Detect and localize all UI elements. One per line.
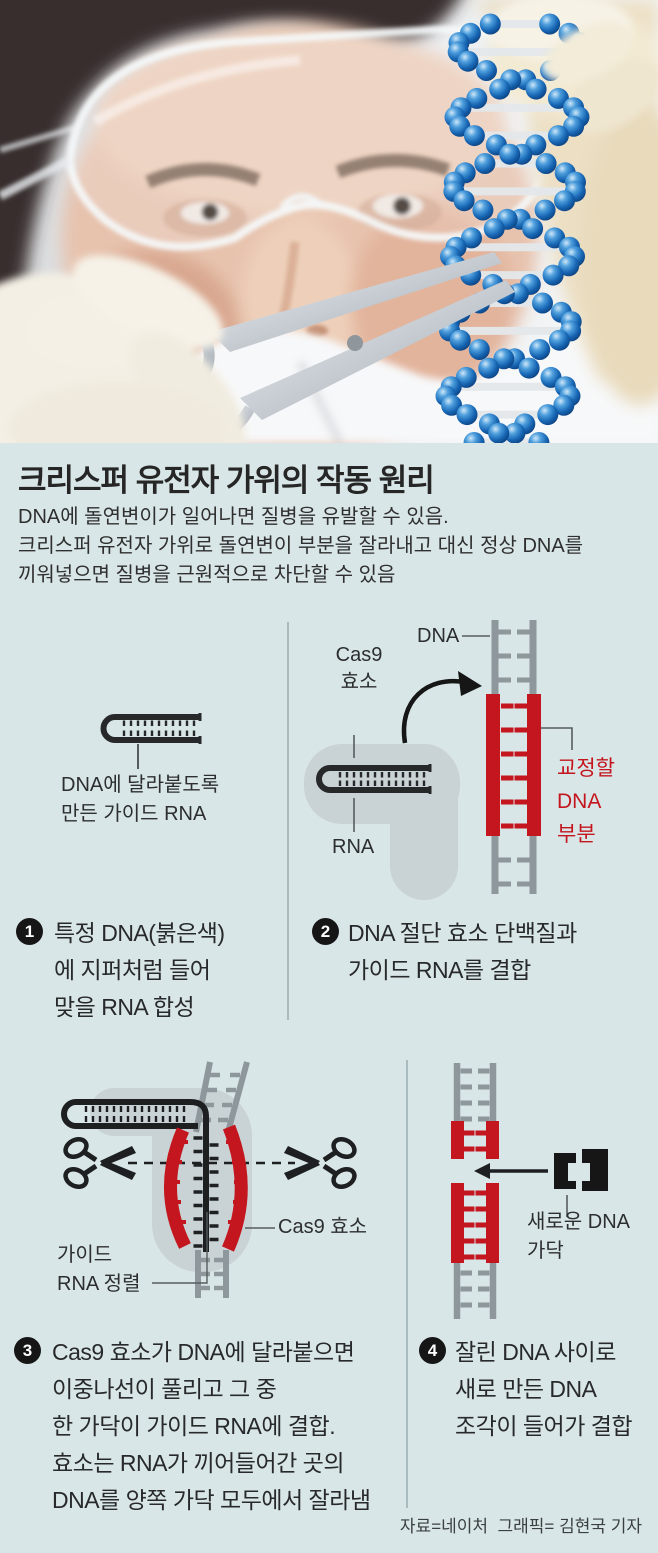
dna-cutting-diagram [61,1061,357,1298]
intro-line: 크리스퍼 유전자 가위로 돌연변이 부분을 잘라내고 대신 정상 DNA를 [18,535,584,557]
intro-text: DNA에 돌연변이가 일어나면 질병을 유발할 수 있음. 크리스퍼 유전자 가… [18,503,583,590]
guide-rna-caption: DNA에 달라붙도록 만든 가이드 RNA [61,774,220,825]
intro-line: DNA에 돌연변이가 일어나면 질병을 유발할 수 있음. [18,506,449,528]
scissors-icon [63,1136,136,1190]
front-fingertip [543,21,633,83]
step-badge: 1 [16,918,43,945]
dna-fragment-icon [554,1149,608,1191]
binding-arrow-icon [401,671,482,744]
cas9-red-bands [164,1124,248,1252]
guide-rna-align-label: 가이드 RNA 정렬 [57,1244,141,1295]
dna-ladder-icon [498,629,530,887]
gloved-hand [0,254,246,443]
dna-label: DNA [417,625,460,647]
photo-scientist-cutting-dna [0,0,658,443]
column-divider [406,1060,408,1508]
column-divider [287,622,289,1020]
step-badge: 2 [312,918,339,945]
target-dna-label: 교정할 DNA 부분 [557,757,615,846]
step2-text: DNA 절단 효소 단백질과 가이드 RNA를 결합 [348,920,577,983]
infographic-panel [0,443,658,1553]
new-dna-red-segments [451,1121,499,1263]
cas9-binding-diagram [304,620,573,900]
rna-label: RNA [332,836,375,858]
cas9-label: Cas9 효소 [278,1216,368,1238]
credit-line: 자료=네이처 그래픽= 김현국 기자 [399,1517,642,1536]
page-title: 크리스퍼 유전자 가위의 작동 원리 [18,463,435,498]
guide-rna-hairpin-icon [100,713,202,744]
guide-rna-strand [61,1099,219,1252]
target-dna-red-rungs [501,703,527,829]
guide-rna-hairpin-icon [316,764,432,794]
leader-line [137,744,139,769]
dna-repair-diagram [451,1063,608,1319]
dna-ladder-icon [195,1250,229,1298]
insert-arrow-icon [474,1163,548,1179]
step-badge: 4 [419,1337,446,1364]
step-badge: 3 [14,1337,41,1364]
step1-text: 특정 DNA(붉은색) 에 지퍼처럼 들어 맞을 RNA 합성 [54,920,225,1020]
step4-text: 잘린 DNA 사이로 새로 만든 DNA 조각이 들어가 결합 [455,1339,633,1439]
dna-ladder-icon [453,1063,497,1319]
step3-text: Cas9 효소가 DNA에 달라붙으면 이중나선이 풀리고 그 중 한 가닥이 … [52,1339,371,1513]
cas9-label: Cas9 효소 [335,644,383,693]
new-dna-label: 새로운 DNA 가닥 [527,1211,630,1262]
dna-ladder-icon [193,1061,250,1133]
intro-line: 끼워넣으면 질병을 근원적으로 차단할 수 있음 [18,564,396,586]
scissors-icon [284,1136,357,1190]
